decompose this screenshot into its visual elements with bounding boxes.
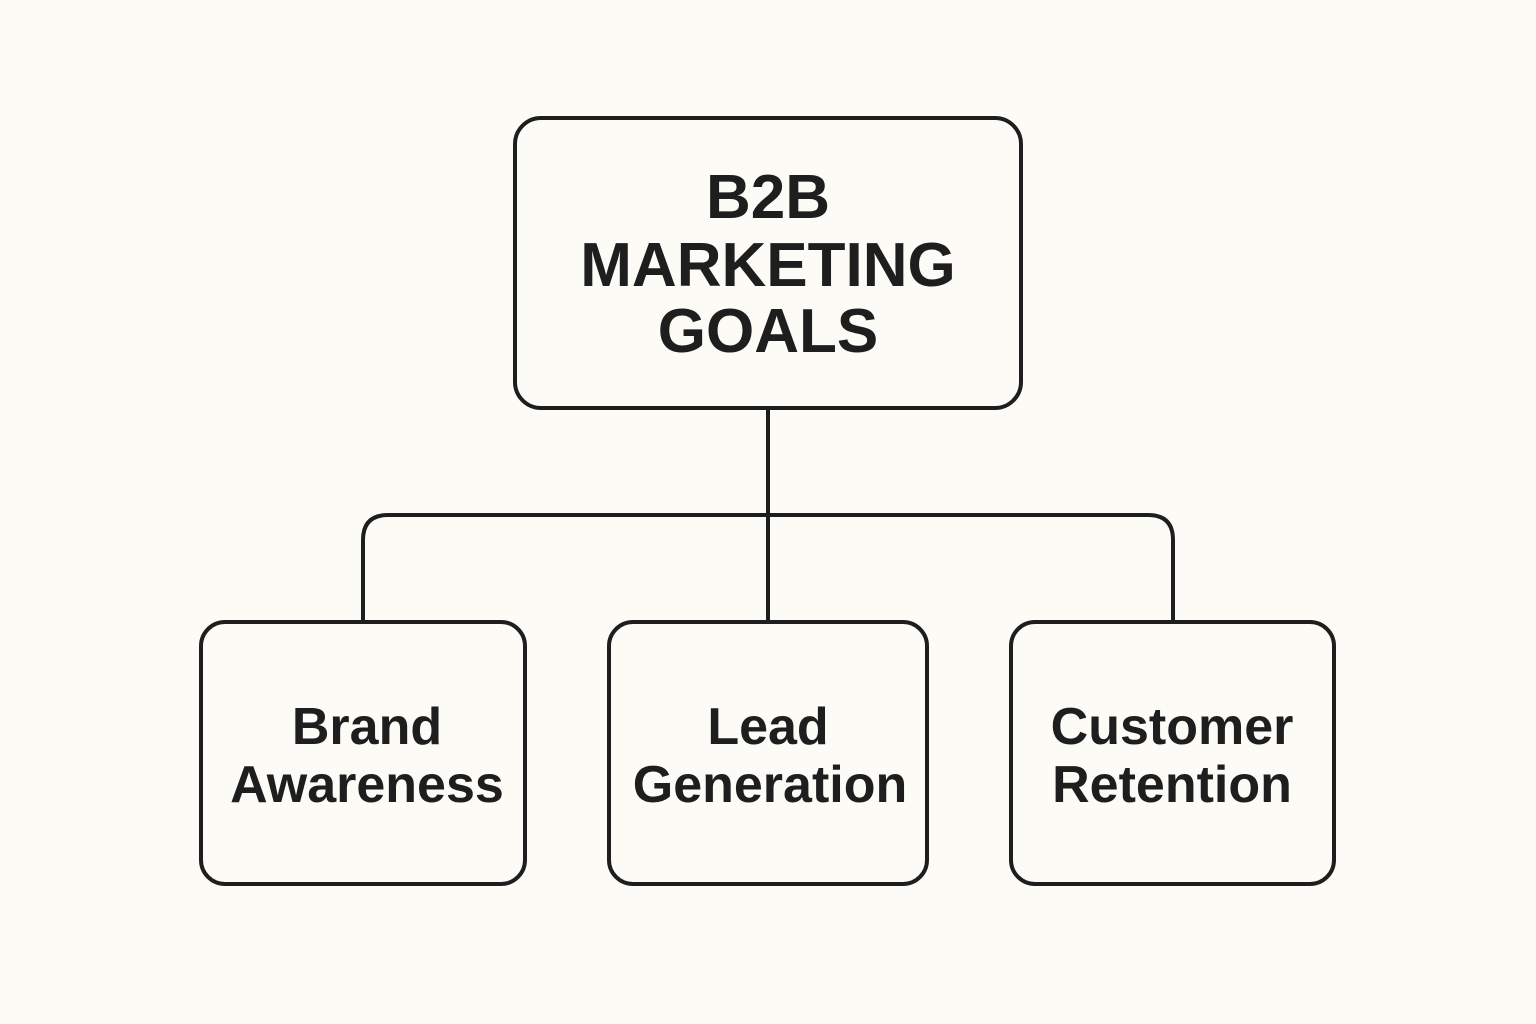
child-node-box — [199, 620, 527, 886]
root-node: B2B MARKETING GOALS — [513, 116, 1023, 410]
child-label-line-2: Awareness — [230, 756, 504, 814]
root-label-line-2: MARKETING — [580, 231, 955, 300]
child-node-box — [607, 620, 929, 886]
child-label-line-2: Generation — [633, 756, 908, 814]
root-node-box — [513, 116, 1023, 410]
root-label-line-3: GOALS — [658, 297, 878, 366]
connectors — [361, 406, 1175, 622]
child-label-line-2: Retention — [1052, 756, 1292, 814]
child-node-customer-retention: Customer Retention — [1009, 620, 1336, 886]
child-node-brand-awareness: Brand Awareness — [199, 620, 527, 886]
child-label-line-1: Brand — [292, 698, 442, 756]
root-label-line-1: B2B — [706, 163, 830, 232]
child-node-box — [1009, 620, 1336, 886]
child-node-lead-generation: Lead Generation — [607, 620, 929, 886]
child-label-line-1: Customer — [1051, 698, 1294, 756]
child-label-line-1: Lead — [707, 698, 828, 756]
